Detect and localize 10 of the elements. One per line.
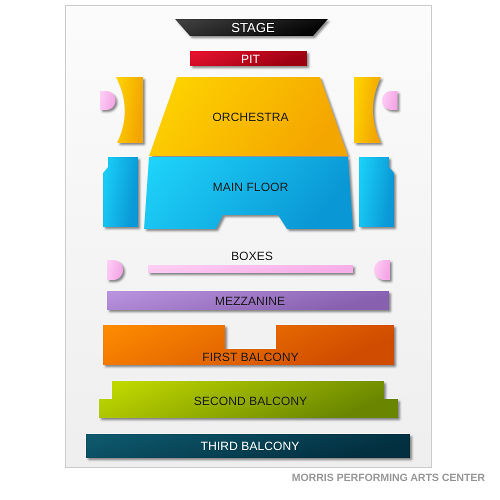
section-label: MAIN FLOOR: [212, 180, 288, 194]
section-label: BOXES: [231, 249, 273, 263]
section-label: FIRST BALCONY: [202, 350, 299, 364]
section-label: ORCHESTRA: [212, 110, 289, 124]
section-label: SECOND BALCONY: [194, 394, 308, 408]
venue-caption: MORRIS PERFORMING ARTS CENTER: [292, 472, 485, 485]
section-label: STAGE: [231, 21, 275, 35]
section-label: PIT: [241, 52, 260, 66]
section-label: THIRD BALCONY: [200, 439, 300, 453]
section-label: MEZZANINE: [214, 294, 286, 308]
